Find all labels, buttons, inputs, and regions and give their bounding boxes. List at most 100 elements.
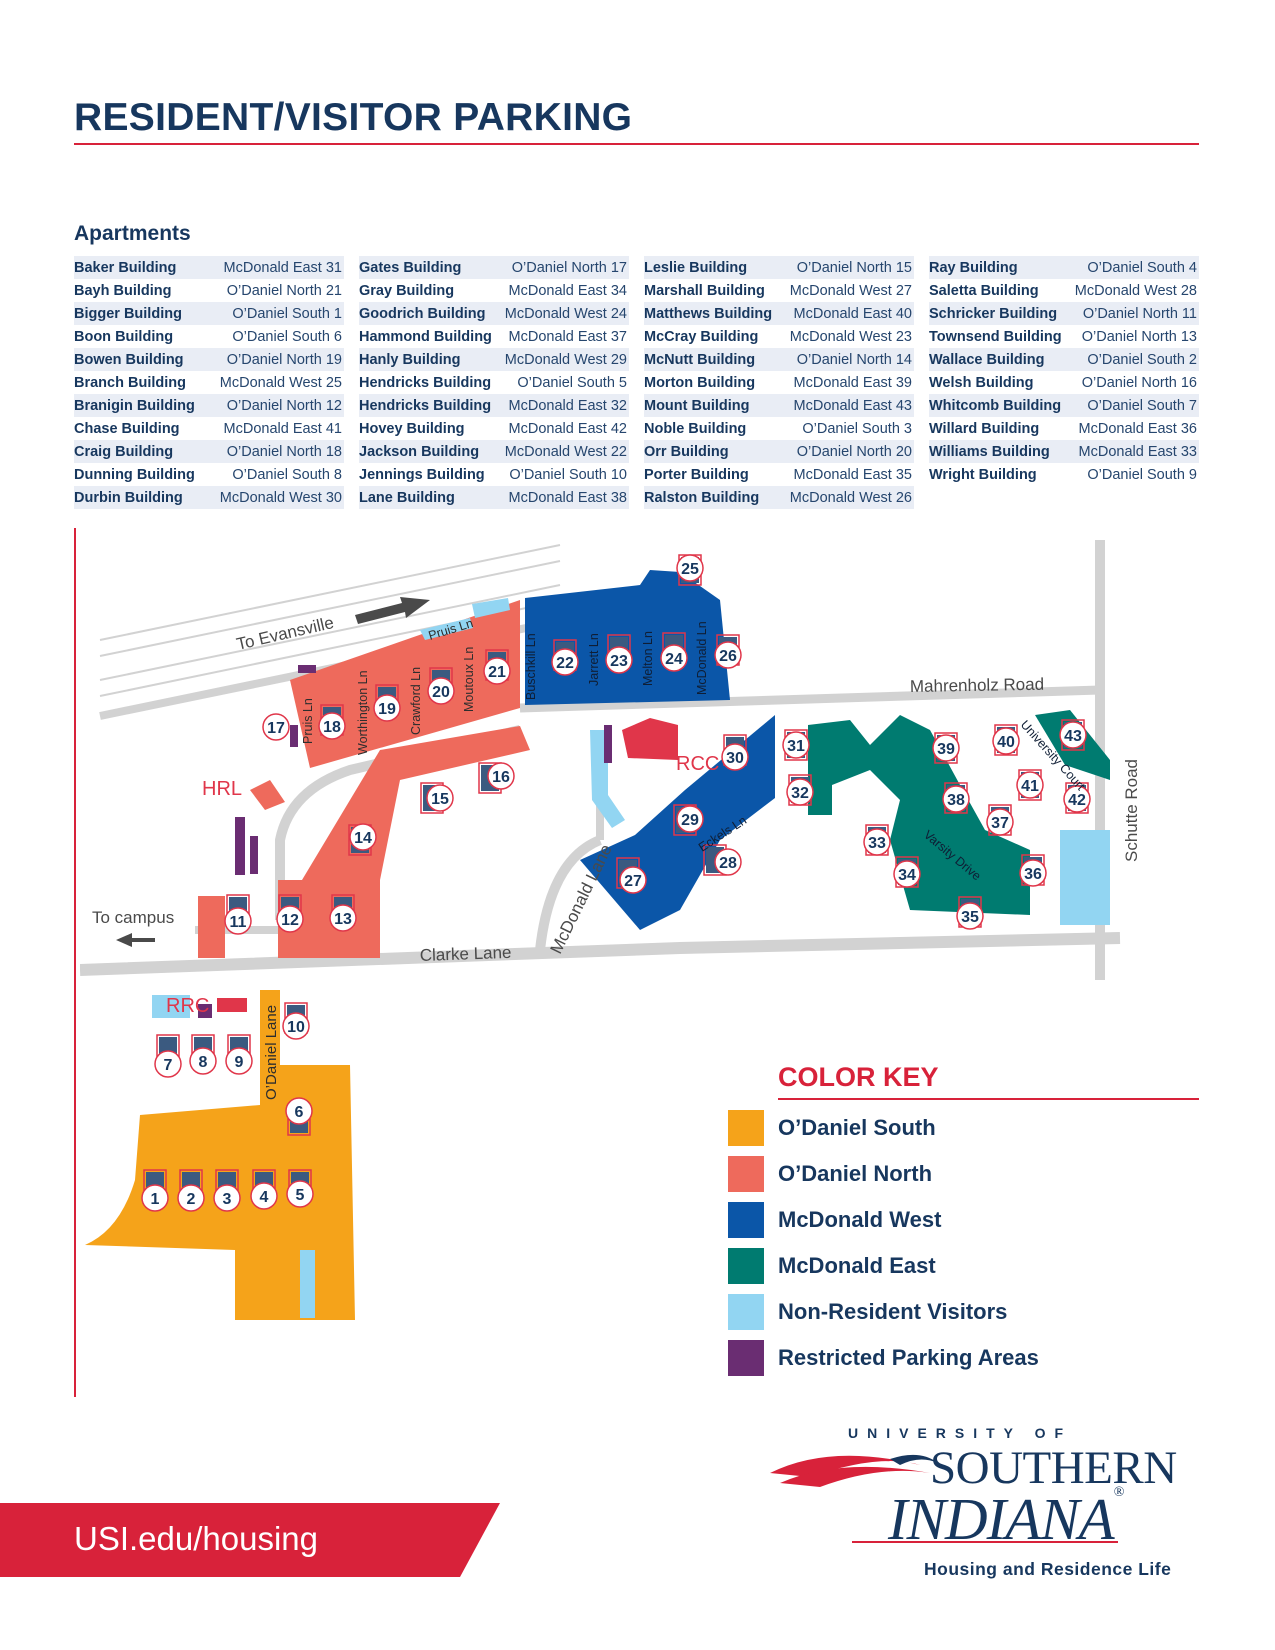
apartment-location: McDonald East 31 xyxy=(223,259,342,276)
apartment-name: McNutt Building xyxy=(644,351,756,368)
apartment-location: McDonald West 25 xyxy=(219,374,342,391)
svg-text:38: 38 xyxy=(947,792,965,809)
color-key-item: O’Daniel North xyxy=(728,1156,932,1192)
apartment-location: McDonald East 42 xyxy=(508,420,627,437)
building-10: 10 xyxy=(282,1002,310,1040)
svg-text:26: 26 xyxy=(719,648,737,665)
building-5: 5 xyxy=(286,1169,314,1208)
svg-text:42: 42 xyxy=(1068,792,1086,809)
apartment-location: O’Daniel South 6 xyxy=(232,328,342,345)
color-key-label: McDonald West xyxy=(778,1207,942,1232)
building-39: 39 xyxy=(932,732,960,764)
color-key-item: O’Daniel South xyxy=(728,1110,936,1146)
svg-text:10: 10 xyxy=(287,1019,305,1036)
building-12: 12 xyxy=(276,894,304,933)
apartments-heading: Apartments xyxy=(74,222,191,245)
svg-text:16: 16 xyxy=(492,769,510,786)
apartment-name: Bowen Building xyxy=(74,351,184,368)
logo-rule xyxy=(852,1541,1118,1543)
building-2: 2 xyxy=(177,1169,205,1212)
apartment-location: McDonald East 36 xyxy=(1078,420,1197,437)
building-37: 37 xyxy=(986,804,1014,836)
apartment-name: Ralston Building xyxy=(644,489,760,506)
apartment-location: McDonald West 26 xyxy=(789,489,912,506)
svg-text:5: 5 xyxy=(296,1187,305,1204)
apartment-location: McDonald East 32 xyxy=(508,397,627,414)
svg-text:19: 19 xyxy=(378,701,396,718)
building-20: 20 xyxy=(427,667,455,705)
swatch-odaniel-north xyxy=(728,1156,764,1192)
mcdonald-lane-label: McDonald Lane xyxy=(547,841,616,956)
building-4: 4 xyxy=(250,1169,278,1210)
building-3: 3 xyxy=(213,1169,241,1212)
svg-text:29: 29 xyxy=(681,812,699,829)
svg-text:43: 43 xyxy=(1064,728,1082,745)
color-key-item: McDonald West xyxy=(728,1202,941,1238)
logo-indiana: INDIANA® xyxy=(888,1485,1124,1554)
apartment-location: O’Daniel North 13 xyxy=(1081,328,1197,345)
svg-text:4: 4 xyxy=(260,1189,269,1206)
svg-text:18: 18 xyxy=(323,719,341,736)
svg-text:14: 14 xyxy=(354,830,372,847)
svg-text:13: 13 xyxy=(334,911,352,928)
building-26: 26 xyxy=(714,634,742,669)
apartment-location: O’Daniel South 4 xyxy=(1087,259,1197,276)
building-16: 16 xyxy=(478,762,515,794)
to-evansville-arrow xyxy=(355,597,430,624)
svg-text:32: 32 xyxy=(791,785,809,802)
apartment-location: O’Daniel North 16 xyxy=(1081,374,1197,391)
apartment-location: O’Daniel North 18 xyxy=(226,443,342,460)
building-11: 11 xyxy=(224,894,252,935)
rcc-label: RCC xyxy=(676,753,719,775)
color-key-rule xyxy=(778,1098,1199,1100)
apartment-name: Morton Building xyxy=(644,374,756,391)
building-8: 8 xyxy=(189,1034,217,1075)
building-25: 25 xyxy=(676,554,704,586)
apartment-name: Wallace Building xyxy=(929,351,1045,368)
apartment-name: Jennings Building xyxy=(359,466,485,483)
usi-logo: UNIVERSITY OF SOUTHERN INDIANA® Housing … xyxy=(770,1425,1200,1580)
building-34: 34 xyxy=(893,856,921,888)
svg-text:1: 1 xyxy=(151,1191,160,1208)
visitor-parking xyxy=(152,598,1110,1318)
svg-text:41: 41 xyxy=(1021,778,1039,795)
footer-url-link[interactable]: USI.edu/housing xyxy=(74,1520,319,1557)
apartment-location: O’Daniel North 19 xyxy=(226,351,342,368)
svg-text:33: 33 xyxy=(868,835,886,852)
jarrett-ln-label: Jarrett Ln xyxy=(587,633,601,686)
building-19: 19 xyxy=(373,684,401,722)
apartment-location: McDonald East 35 xyxy=(793,466,912,483)
color-key-item: McDonald East xyxy=(728,1248,936,1284)
odaniel-north-area xyxy=(198,600,530,958)
svg-text:36: 36 xyxy=(1024,866,1042,883)
color-key-label: McDonald East xyxy=(778,1253,936,1278)
apartment-location: McDonald East 41 xyxy=(223,420,342,437)
campus-map: 1 2 3 4 5 6 7 8 9 10 11 12 13 14 15 16 1… xyxy=(80,540,1141,1320)
building-27: 27 xyxy=(616,857,647,894)
svg-text:23: 23 xyxy=(610,653,628,670)
apartment-name: Wright Building xyxy=(929,466,1037,483)
building-43: 43 xyxy=(1059,719,1087,751)
svg-text:20: 20 xyxy=(432,684,450,701)
apartment-name: Bayh Building xyxy=(74,282,172,299)
apartment-name: Saletta Building xyxy=(929,282,1039,299)
building-14: 14 xyxy=(348,823,377,856)
